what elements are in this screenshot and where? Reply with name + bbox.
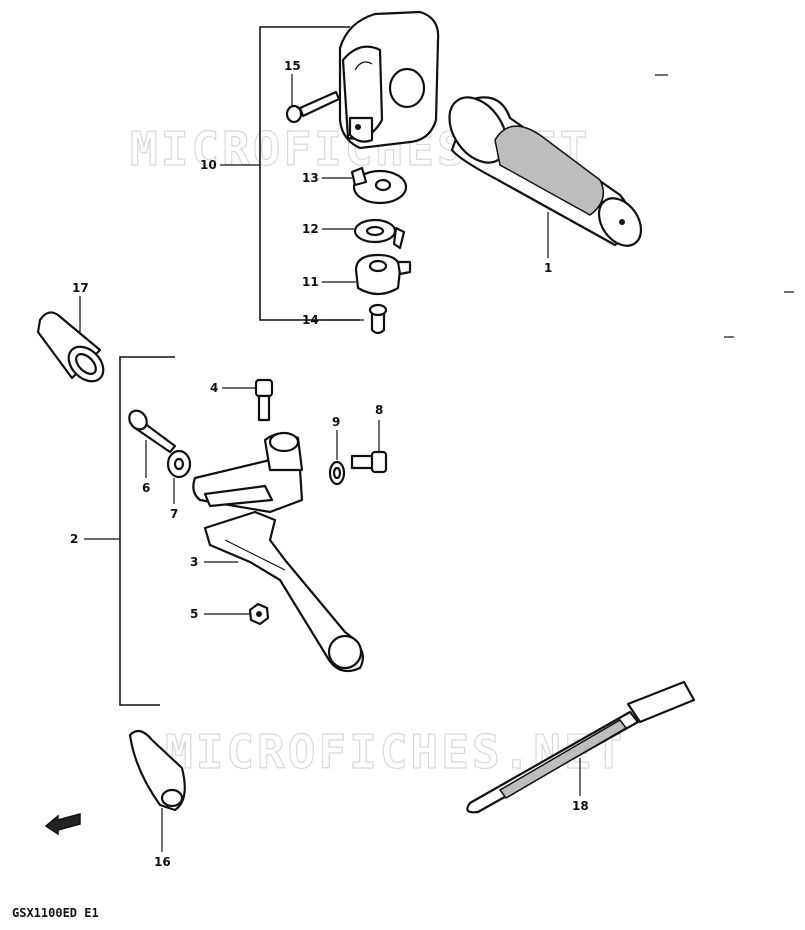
callout-5: 5: [190, 607, 198, 621]
bushing-7: [166, 449, 192, 479]
washer-9: [328, 460, 346, 486]
callout-7: 7: [170, 507, 178, 521]
callout-4: 4: [210, 381, 218, 395]
callout-12: 12: [302, 222, 319, 236]
bracket-assembly-10: [259, 26, 360, 321]
screw-14: [368, 303, 388, 335]
callout-9: 9: [332, 415, 340, 429]
callout-2: 2: [70, 532, 78, 546]
nut-5: [248, 602, 270, 626]
watermark-bottom: MICROFICHES.NET: [165, 725, 625, 779]
lever-holder: [192, 431, 304, 514]
callout-17: 17: [72, 281, 89, 295]
callout-16: 16: [154, 855, 171, 869]
callout-1: 1: [544, 261, 552, 275]
bolt-4: [254, 378, 274, 422]
callout-10: 10: [200, 158, 217, 172]
callout-3: 3: [190, 555, 198, 569]
bracket-assembly-2: [119, 356, 175, 706]
handlebar-grip: [448, 96, 643, 247]
callout-6: 6: [142, 481, 150, 495]
bolt-6: [128, 409, 177, 454]
part-11: [354, 253, 412, 296]
diagram-caption: GSX1100ED E1: [12, 906, 99, 920]
callout-15: 15: [284, 59, 301, 73]
callout-13: 13: [302, 171, 319, 185]
part-16: [128, 729, 186, 812]
callout-8: 8: [375, 403, 383, 417]
callout-14: 14: [302, 313, 319, 327]
part-17: [36, 311, 105, 383]
cable-tie: [466, 680, 696, 814]
part-12: [353, 218, 406, 250]
part-13: [350, 166, 408, 205]
clutch-lever: [203, 510, 364, 673]
switch-housing: [338, 10, 440, 150]
bolt-8: [350, 450, 388, 474]
callout-18: 18: [572, 799, 589, 813]
front-arrow-icon: [44, 813, 81, 836]
screw-15: [285, 90, 341, 124]
callout-11: 11: [302, 275, 319, 289]
